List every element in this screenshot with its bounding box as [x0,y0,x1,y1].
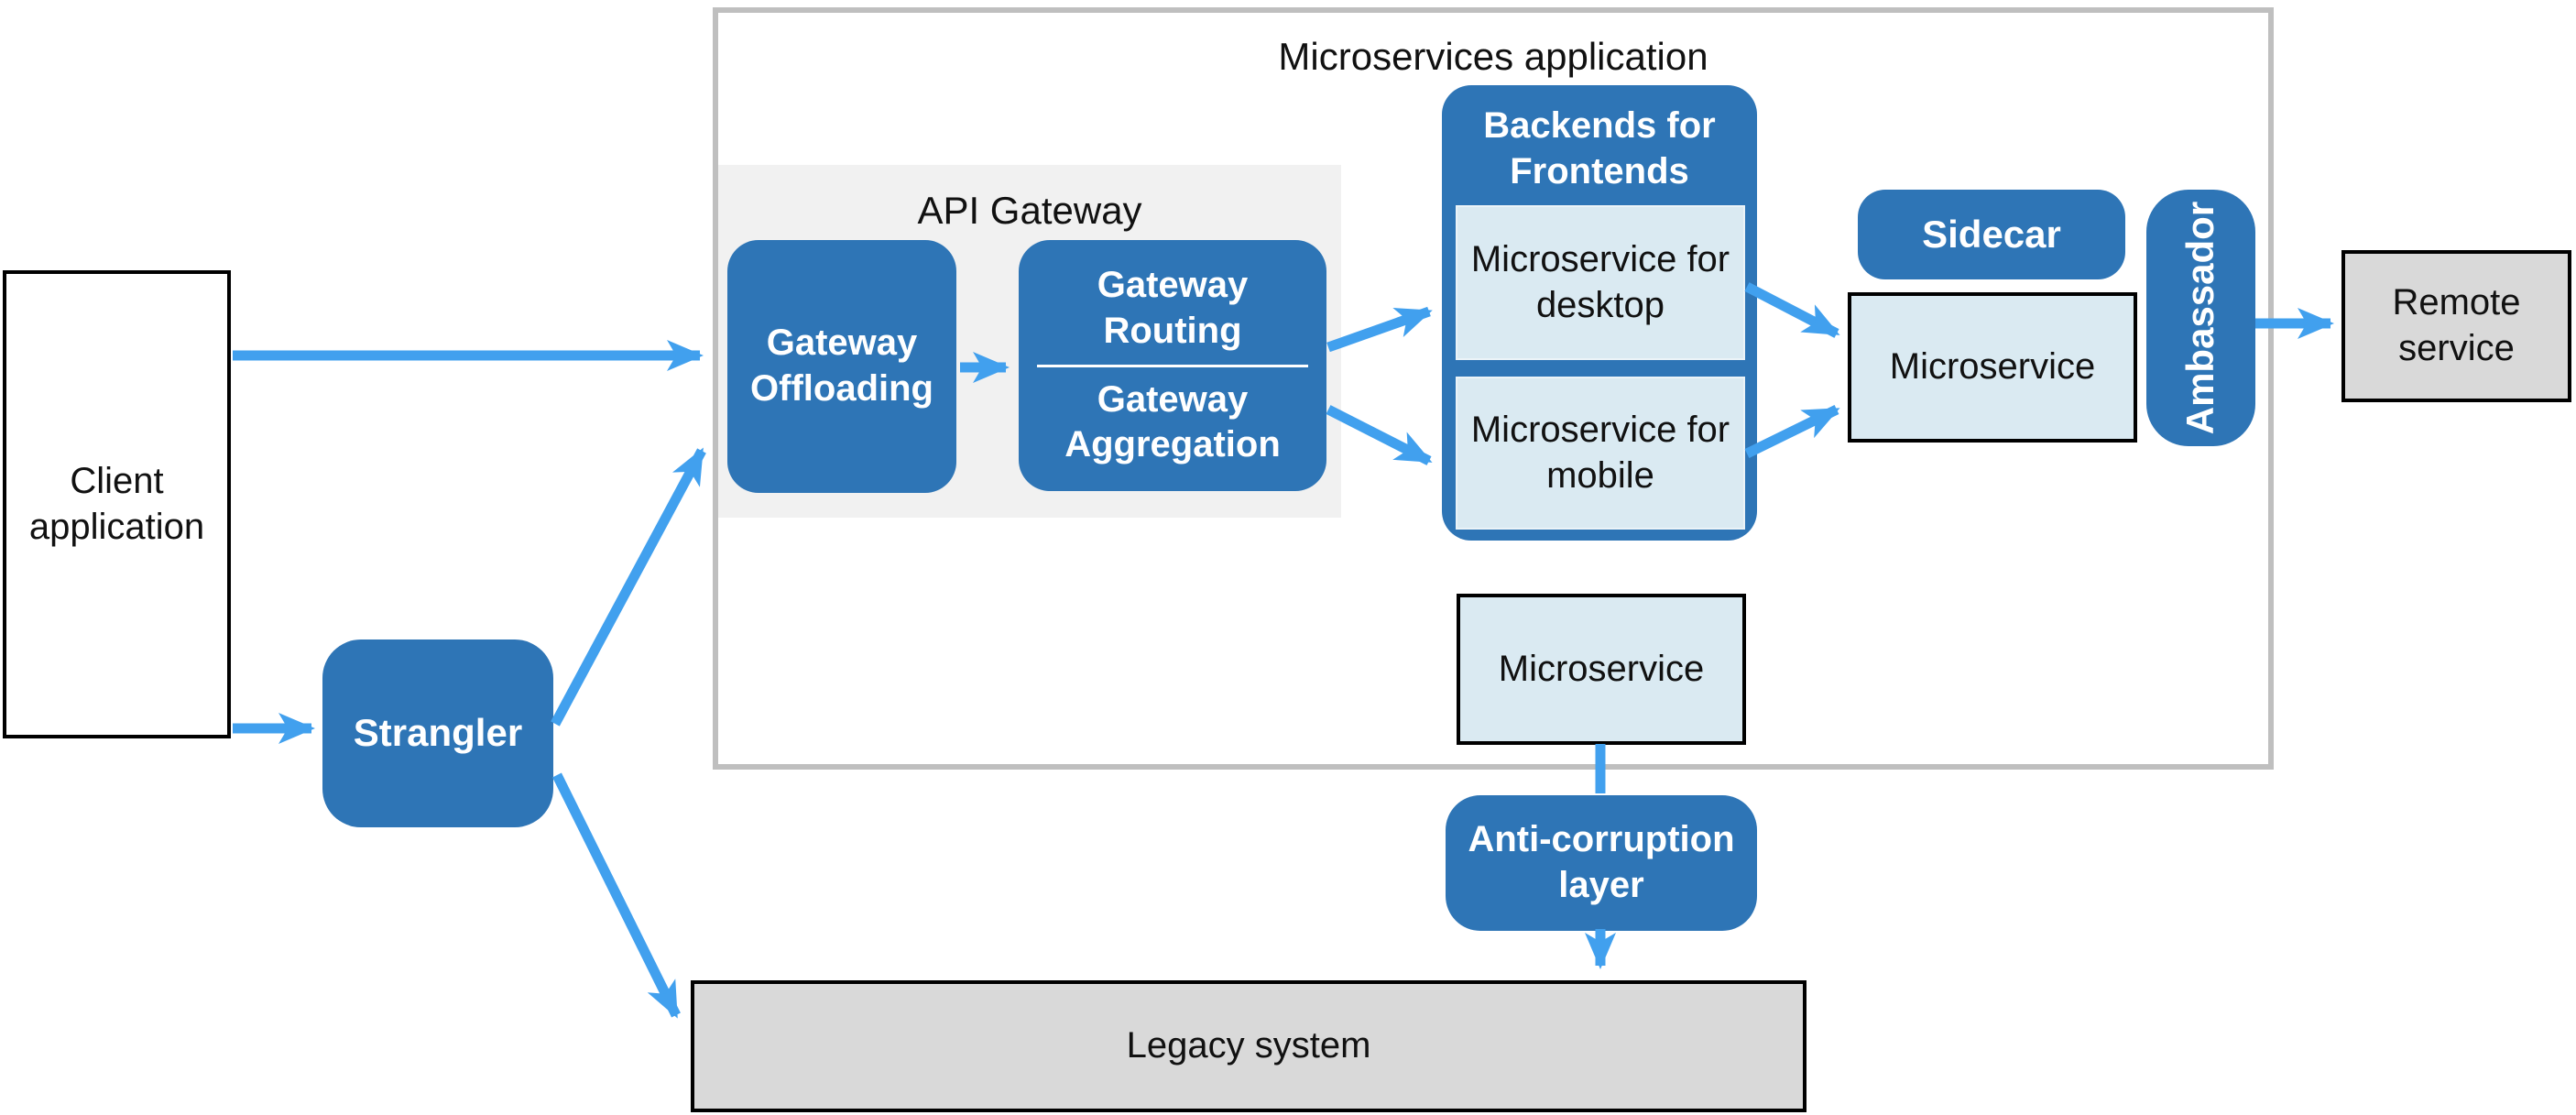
gateway-divider [1037,364,1308,367]
microservice-for-desktop-node: Microservice for desktop [1456,205,1745,360]
strangler-node: Strangler [322,639,553,827]
sidecar-label: Sidecar [1922,212,2061,256]
client-application-node: Client application [3,270,231,738]
microservice-main-label: Microservice [1889,346,2096,388]
gateway-offloading-node: Gateway Offloading [727,240,956,493]
microservice-for-mobile-node: Microservice for mobile [1456,377,1745,530]
remote-service-label: Remote service [2392,282,2521,368]
api-gateway-title: API Gateway [865,187,1195,235]
api-gateway-title-text: API Gateway [917,189,1142,232]
gateway-routing-section: Gateway Routing [1019,253,1326,365]
microservice-for-desktop-label: Microservice for desktop [1470,238,1730,325]
legacy-system-label: Legacy system [1126,1025,1371,1066]
strangler-label: Strangler [353,711,523,755]
microservice-lower-node: Microservice [1457,594,1746,745]
microservice-for-mobile-label: Microservice for mobile [1470,409,1730,496]
arrow-strangler-to-legacy [552,772,681,1019]
anti-corruption-layer-node: Anti-corruption layer [1446,795,1757,931]
ambassador-node: Ambassador [2146,190,2255,446]
microservice-main-node: Microservice [1848,292,2137,443]
gateway-aggregation-section: Gateway Aggregation [1019,367,1326,479]
anti-corruption-layer-label: Anti-corruption layer [1468,819,1735,905]
legacy-system-node: Legacy system [691,980,1806,1112]
microservice-lower-label: Microservice [1498,648,1705,689]
gateway-aggregation-label: Gateway Aggregation [1064,378,1281,465]
arrow-strangler-to-microservices-app [551,447,706,727]
gateway-routing-aggregation-node: Gateway Routing Gateway Aggregation [1019,240,1326,491]
microservices-application-title-text: Microservices application [1278,35,1708,78]
ambassador-label: Ambassador [2178,201,2222,435]
remote-service-node: Remote service [2341,250,2571,402]
backends-for-frontends-label: Backends for Frontends [1483,105,1716,191]
gateway-routing-label: Gateway Routing [1097,265,1249,351]
client-application-label: Client application [28,460,205,547]
microservices-application-title: Microservices application [1008,33,1979,81]
sidecar-node: Sidecar [1858,190,2125,279]
gateway-offloading-label: Gateway Offloading [750,322,933,409]
